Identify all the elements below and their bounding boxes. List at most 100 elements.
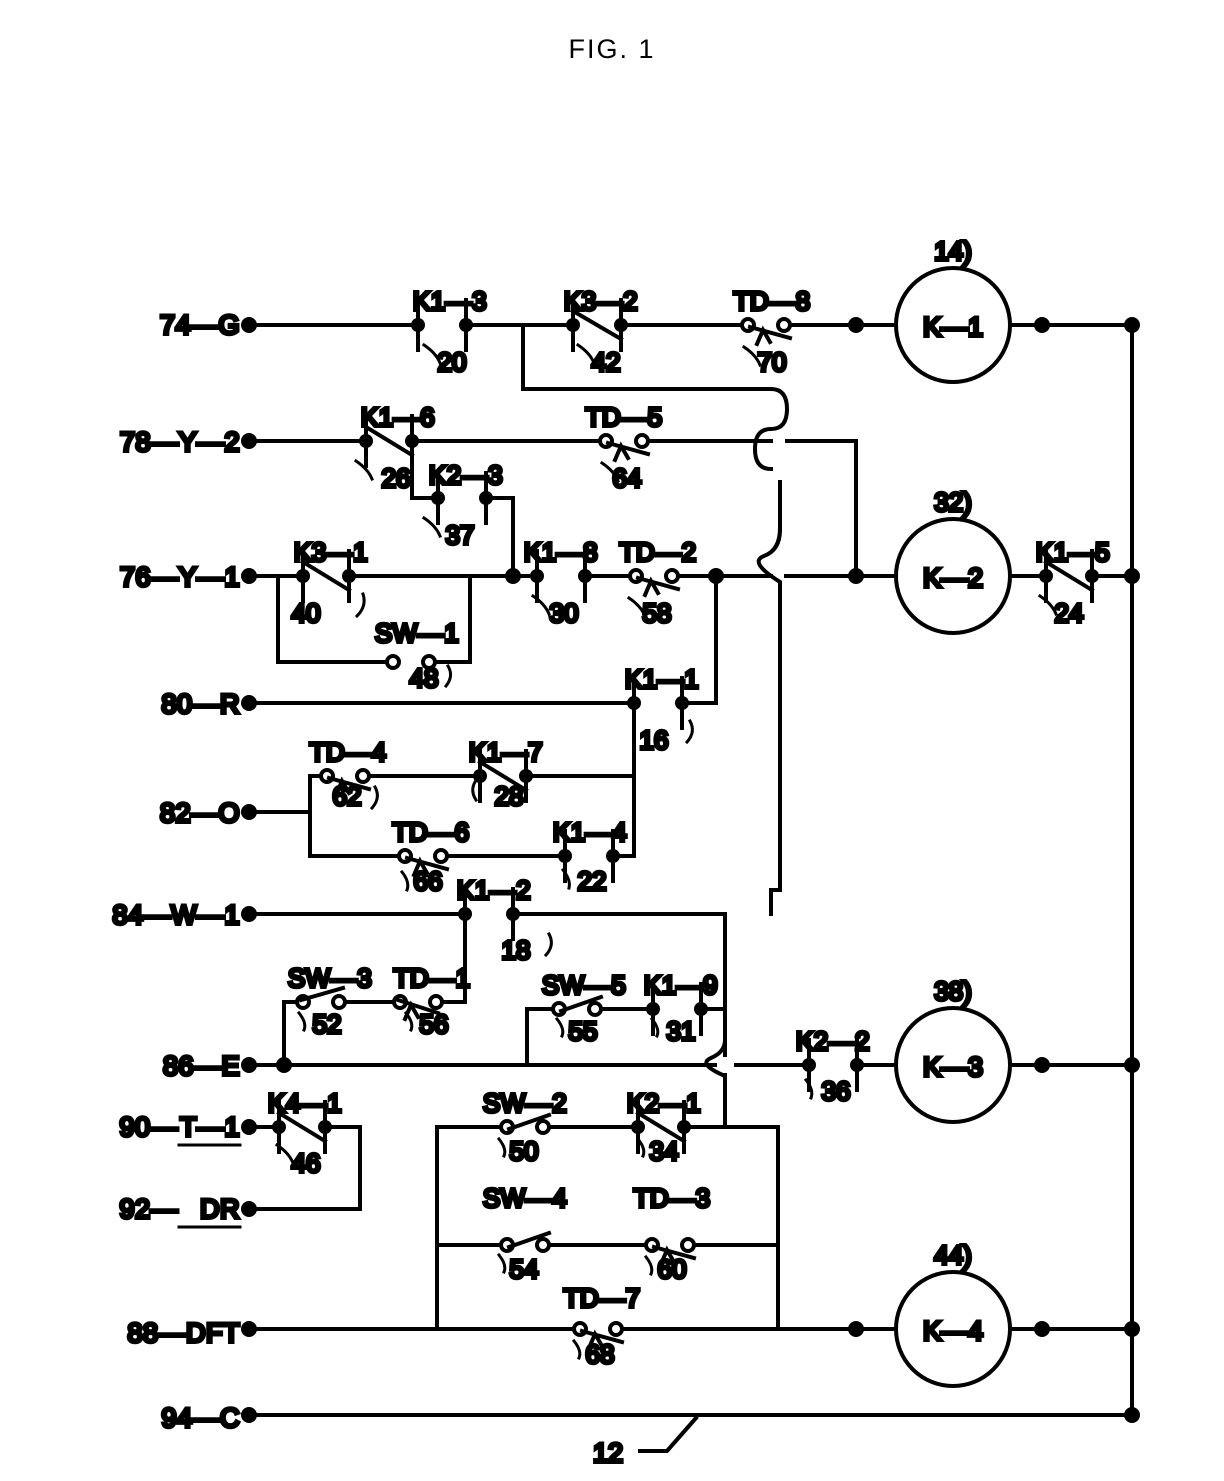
contact-td-5 — [598, 433, 651, 463]
leader-30 — [530, 593, 551, 616]
wire-vert-780-b — [769, 600, 782, 916]
label-td-3: TD—3 — [633, 1183, 710, 1213]
leader-34 — [635, 1136, 646, 1158]
leader-48 — [443, 663, 453, 689]
leader-54 — [496, 1252, 507, 1274]
label-sw-1: SW—1 — [375, 618, 459, 648]
ref-20: 20 — [438, 347, 467, 377]
wire-86-up-to-sw5 — [525, 1007, 555, 1067]
ref-40: 40 — [292, 598, 321, 628]
wire-k23-down-to-76 — [484, 496, 515, 578]
wire-k12-down-to-td1 — [440, 912, 467, 1004]
ref-46: 46 — [292, 1148, 321, 1178]
leader-42 — [575, 342, 596, 365]
leader-16 — [684, 718, 694, 745]
leader-18 — [543, 931, 553, 958]
leader-50 — [496, 1136, 507, 1158]
figure-title: FIG. 1 — [568, 34, 656, 64]
leader-56 — [403, 1010, 414, 1032]
coil-k1-ref: 14) — [934, 236, 972, 266]
label-k2-2: K2—2 — [796, 1026, 870, 1056]
label-td-6: TD—6 — [392, 817, 469, 847]
ref-30: 30 — [550, 598, 579, 628]
label-td-1: TD—1 — [393, 963, 470, 993]
assembly-ref-12: 12 — [593, 1438, 623, 1468]
label-k1-1: K1—1 — [625, 664, 699, 694]
terminal-label-80r: 80—R — [161, 689, 240, 719]
label-sw-5: SW—5 — [542, 970, 626, 1000]
label-td-8: TD—8 — [733, 286, 810, 316]
terminal-label-86e: 86—E — [163, 1051, 240, 1081]
coil-k2-label: K—2 — [923, 563, 983, 593]
label-sw-2: SW—2 — [483, 1088, 567, 1118]
ref-60: 60 — [658, 1254, 687, 1284]
label-sw-3: SW—3 — [288, 963, 372, 993]
wire-k16-down-to-k23 — [410, 439, 434, 500]
ref-58: 58 — [643, 598, 672, 628]
label-k1-9: K1—9 — [644, 970, 718, 1000]
leader-68 — [571, 1338, 582, 1360]
terminal-label-92dr-prefix: 92— — [119, 1194, 178, 1224]
leader-20 — [421, 342, 442, 365]
contact-k2-1 — [631, 1100, 691, 1154]
ref-18: 18 — [502, 935, 531, 965]
ref-37: 37 — [446, 520, 475, 550]
ref-24: 24 — [1055, 598, 1084, 628]
label-td-2: TD—2 — [619, 537, 696, 567]
leader-26 — [353, 458, 374, 481]
contact-k3-1 — [296, 549, 356, 603]
terminal-label-94c: 94—C — [161, 1403, 240, 1433]
hop-top-jog — [752, 386, 790, 472]
terminal-label-78y2: 78—Y—2 — [120, 427, 240, 457]
leader-70 — [741, 344, 762, 367]
junction-86-sw3 — [276, 1057, 292, 1073]
terminal-label-82o: 82—O — [160, 798, 240, 828]
leader-66 — [399, 869, 410, 892]
leader-55 — [554, 1016, 565, 1038]
leader-37 — [421, 515, 442, 538]
junction-k1-left — [848, 317, 864, 333]
label-k3-2: K3—2 — [564, 286, 638, 316]
leader-60 — [643, 1254, 654, 1276]
ref-42: 42 — [592, 347, 621, 377]
label-k1-5: K1—5 — [1036, 537, 1110, 567]
label-k1-3: K1—3 — [413, 286, 487, 316]
terminal-label-76y1: 76—Y—1 — [120, 562, 240, 592]
label-k1-2: K1—2 — [457, 875, 531, 905]
coil-k4-ref: 44) — [934, 1240, 972, 1270]
hop-mid-jog — [756, 527, 783, 604]
ref-50: 50 — [510, 1136, 539, 1166]
leader-12 — [638, 1415, 699, 1453]
label-sw-4: SW—4 — [483, 1183, 567, 1213]
label-td-4: TD—4 — [309, 737, 386, 767]
junction-k4-left — [848, 1321, 864, 1337]
ref-31: 31 — [667, 1016, 696, 1046]
ref-22: 22 — [578, 866, 607, 896]
contact-td-8 — [740, 317, 793, 347]
coil-k3-ref: 38) — [934, 976, 972, 1006]
ref-62: 62 — [333, 781, 362, 811]
ref-36: 36 — [822, 1076, 851, 1106]
junction-k1-right — [1034, 317, 1050, 333]
terminal-label-90t1-suffix: T—1 — [180, 1112, 240, 1142]
hop-86-jog — [704, 1026, 728, 1090]
label-td-7: TD—7 — [563, 1283, 640, 1313]
ref-68: 68 — [586, 1339, 615, 1369]
leader-52 — [296, 1010, 307, 1032]
contact-td-7 — [572, 1321, 625, 1351]
leader-64 — [599, 460, 620, 483]
leader-46 — [274, 1142, 295, 1165]
contact-td-4 — [319, 768, 372, 798]
contact-sw-4 — [499, 1230, 552, 1253]
contact-td-6 — [397, 848, 450, 878]
label-k1-6: K1—6 — [361, 402, 435, 432]
ref-66: 66 — [414, 866, 443, 896]
wire-k14-to-join — [611, 774, 636, 858]
leader-24 — [1037, 593, 1058, 616]
wire-sw1-right — [433, 574, 472, 664]
wire-sw3-to-86e — [282, 1000, 299, 1067]
contact-k1-3 — [411, 298, 473, 352]
wire-branch-k13-to-td5line — [521, 323, 773, 391]
terminal-label-92dr-suffix: DR — [200, 1194, 240, 1224]
